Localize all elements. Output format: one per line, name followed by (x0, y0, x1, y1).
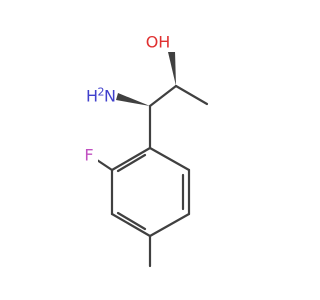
ring-bond-4 (110, 212, 152, 238)
ring-bond-1 (148, 146, 191, 172)
wedge-bond-oh (168, 51, 176, 86)
molecule-diagram: OH H 2 N F (80, 30, 209, 268)
ring-bond-6 (110, 146, 152, 172)
atom-f: F (80, 146, 98, 168)
oh-label-bg (144, 30, 180, 52)
atom-nh2: H 2 N (80, 82, 116, 106)
nh2-subscript: 2 (98, 86, 105, 99)
nh2-label-bg (80, 82, 116, 106)
c1-c2-bond (148, 84, 178, 108)
ring-bond-3 (148, 212, 191, 238)
c2-methyl-bond (174, 84, 209, 106)
ring-double-bond-3 (116, 153, 147, 173)
ring-double-bond-2 (116, 211, 147, 231)
wedge-bond-nh2 (116, 93, 150, 106)
atom-oh: OH (144, 30, 180, 52)
benzene-ring (110, 146, 191, 238)
nh2-n-label: N (104, 87, 116, 106)
f-label: F (84, 146, 93, 165)
f-label-bg (80, 146, 98, 168)
oh-label: OH (146, 33, 171, 52)
nh2-h-label: H (86, 87, 98, 106)
